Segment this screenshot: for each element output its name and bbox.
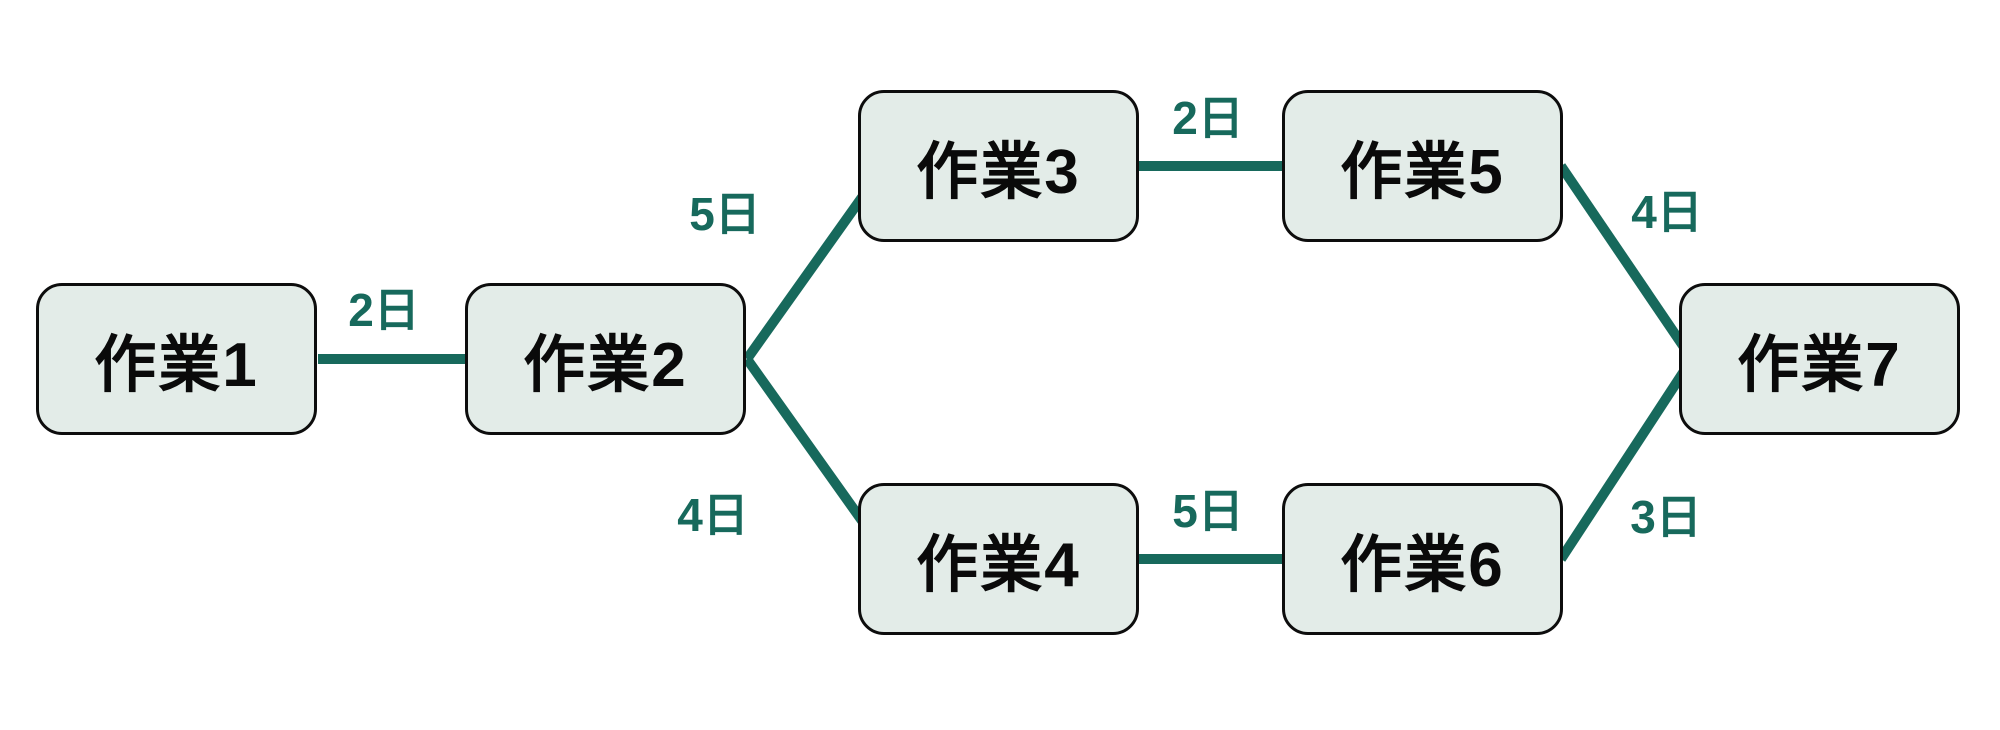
edge-line-task2-task4 <box>742 356 885 549</box>
edge-label-task2-task3: 5日 <box>689 188 761 240</box>
edge-label-task2-task4: 4日 <box>677 489 749 541</box>
edge-label-task1-task2: 2日 <box>348 284 420 336</box>
node-task2: 作業2 <box>465 283 746 435</box>
node-task7: 作業7 <box>1679 283 1960 435</box>
edge-line-task2-task3 <box>742 169 885 362</box>
edge-label-task6-task7: 3日 <box>1630 491 1702 543</box>
edge-line-task5-task7 <box>1556 163 1697 362</box>
edge-label-task3-task5: 2日 <box>1172 92 1244 144</box>
node-task1: 作業1 <box>36 283 317 435</box>
edge-label-task4-task6: 5日 <box>1172 485 1244 537</box>
edge-line-task6-task7 <box>1556 356 1697 562</box>
node-task4: 作業4 <box>858 483 1139 635</box>
node-task6: 作業6 <box>1282 483 1563 635</box>
node-task5: 作業5 <box>1282 90 1563 242</box>
edge-label-task5-task7: 4日 <box>1631 186 1703 238</box>
node-task3: 作業3 <box>858 90 1139 242</box>
